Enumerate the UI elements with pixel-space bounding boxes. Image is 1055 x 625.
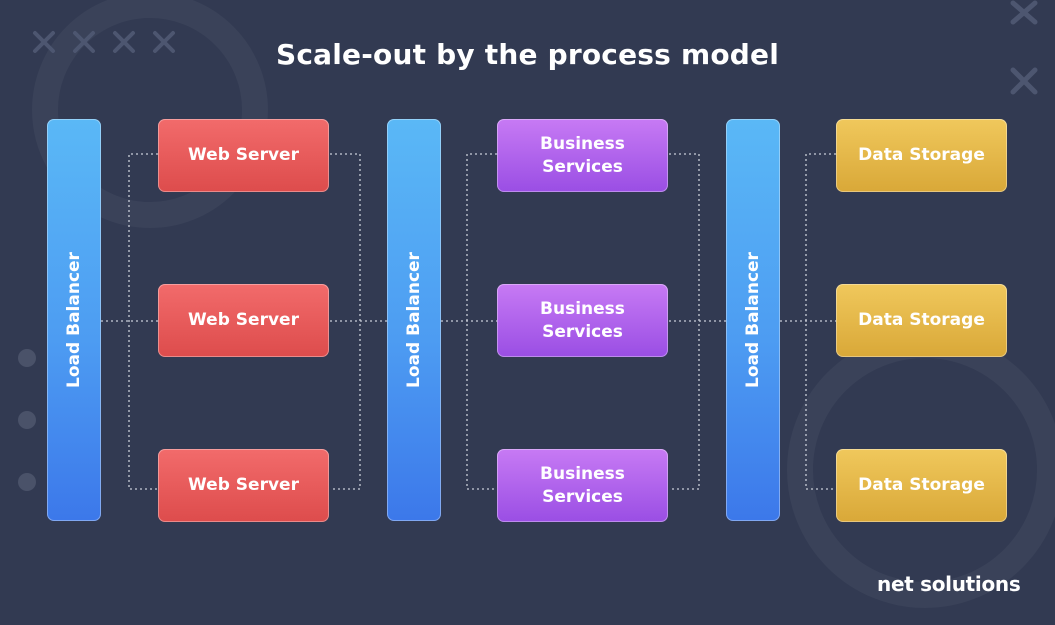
business-services-1: Business Services [497,119,668,192]
close-x-icon [1010,0,1038,25]
load-balancer-1: Load Balancer [47,119,101,521]
load-balancer-3: Load Balancer [726,119,780,521]
data-storage-3: Data Storage [836,449,1007,522]
web-server-3: Web Server [158,449,329,522]
brand-logo: net solutions [877,572,1021,596]
close-x-icon [1010,67,1038,95]
connector-lb3-to-storage [780,153,836,490]
dot-icon [18,473,36,491]
load-balancer-2: Load Balancer [387,119,441,521]
web-server-2: Web Server [158,284,329,357]
business-services-label: Business Services [540,133,625,177]
close-x-icon [73,31,95,53]
connector-web-to-lb2 [330,153,387,490]
close-x-icon [33,31,55,53]
diagram-title: Scale-out by the process model [275,38,780,71]
data-storage-label: Data Storage [858,310,985,330]
close-x-icon [113,31,135,53]
business-services-3: Business Services [497,449,668,522]
business-services-label: Business Services [540,298,625,342]
data-storage-1: Data Storage [836,119,1007,192]
dot-icon [18,411,36,429]
data-storage-label: Data Storage [858,475,985,495]
dot-icon [18,349,36,367]
load-balancer-label: Load Balancer [404,252,424,388]
business-services-label: Business Services [540,463,625,507]
close-x-icon [153,31,175,53]
background-ring [32,0,268,228]
connector-business-to-lb3 [669,153,726,490]
data-storage-label: Data Storage [858,145,985,165]
connector-lb1-to-web [101,153,158,490]
web-server-1: Web Server [158,119,329,192]
web-server-label: Web Server [188,475,299,495]
business-services-2: Business Services [497,284,668,357]
load-balancer-label: Load Balancer [743,252,763,388]
connector-lb2-to-business [441,153,497,490]
load-balancer-label: Load Balancer [64,252,84,388]
web-server-label: Web Server [188,145,299,165]
data-storage-2: Data Storage [836,284,1007,357]
web-server-label: Web Server [188,310,299,330]
